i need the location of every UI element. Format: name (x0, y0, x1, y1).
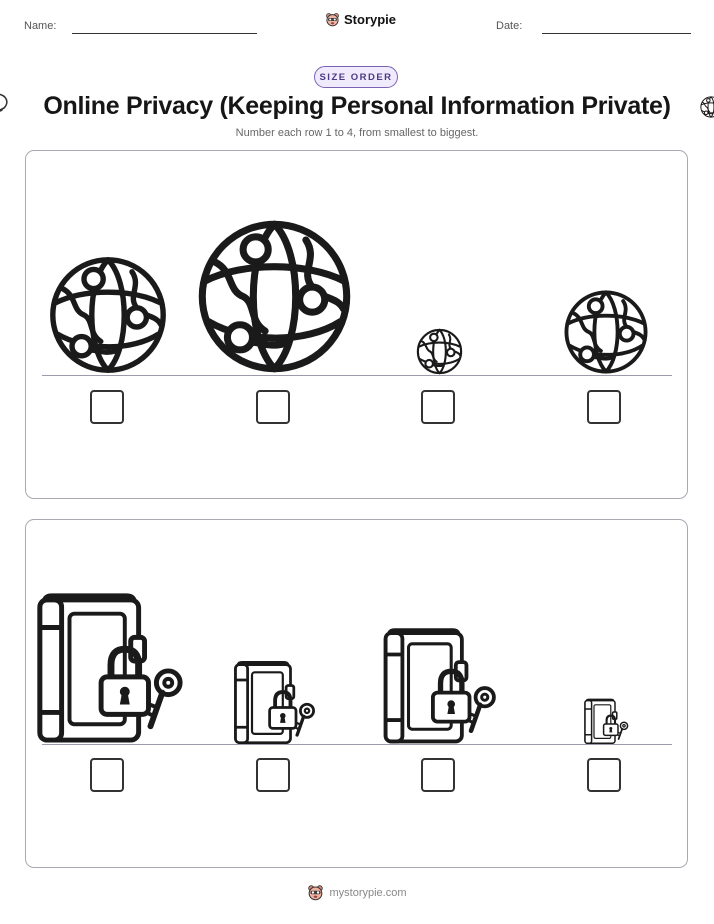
locked-book-with-key-icon (378, 624, 500, 746)
locked-book-with-key-icon (582, 697, 630, 745)
page-title: Online Privacy (Keeping Personal Informa… (43, 92, 671, 120)
footer: mystorypie.com (0, 884, 714, 901)
name-field[interactable] (72, 33, 257, 34)
instruction-text: Number each row 1 to 4, from smallest to… (235, 127, 479, 139)
footer-site: mystorypie.com (329, 886, 407, 899)
answer-box[interactable] (90, 390, 124, 424)
answer-box[interactable] (587, 758, 621, 792)
network-globe-icon (416, 328, 463, 375)
network-globe-icon (48, 255, 168, 375)
answer-box[interactable] (587, 390, 621, 424)
row-baseline (42, 375, 672, 377)
answer-box[interactable] (421, 758, 455, 792)
date-label: Date: (496, 20, 523, 32)
network-globe-icon (196, 218, 353, 375)
date-field[interactable] (542, 33, 691, 34)
answer-box[interactable] (421, 390, 455, 424)
answer-box[interactable] (256, 390, 290, 424)
storypie-mascot-icon (307, 884, 324, 901)
locked-book-with-key-icon (30, 588, 188, 746)
locked-book-with-key-icon (230, 658, 318, 746)
globe-decoration-icon (700, 92, 714, 122)
name-label: Name: (24, 20, 57, 32)
answer-box[interactable] (90, 758, 124, 792)
activity-type-badge: SIZE ORDER (314, 66, 398, 88)
row-baseline (42, 744, 672, 746)
answer-box[interactable] (256, 758, 290, 792)
brand-logo: Storypie (325, 12, 396, 27)
network-globe-icon (563, 289, 649, 375)
storypie-mascot-icon (325, 12, 340, 27)
lightbulb-icon (0, 93, 8, 112)
brand-name: Storypie (344, 12, 397, 27)
